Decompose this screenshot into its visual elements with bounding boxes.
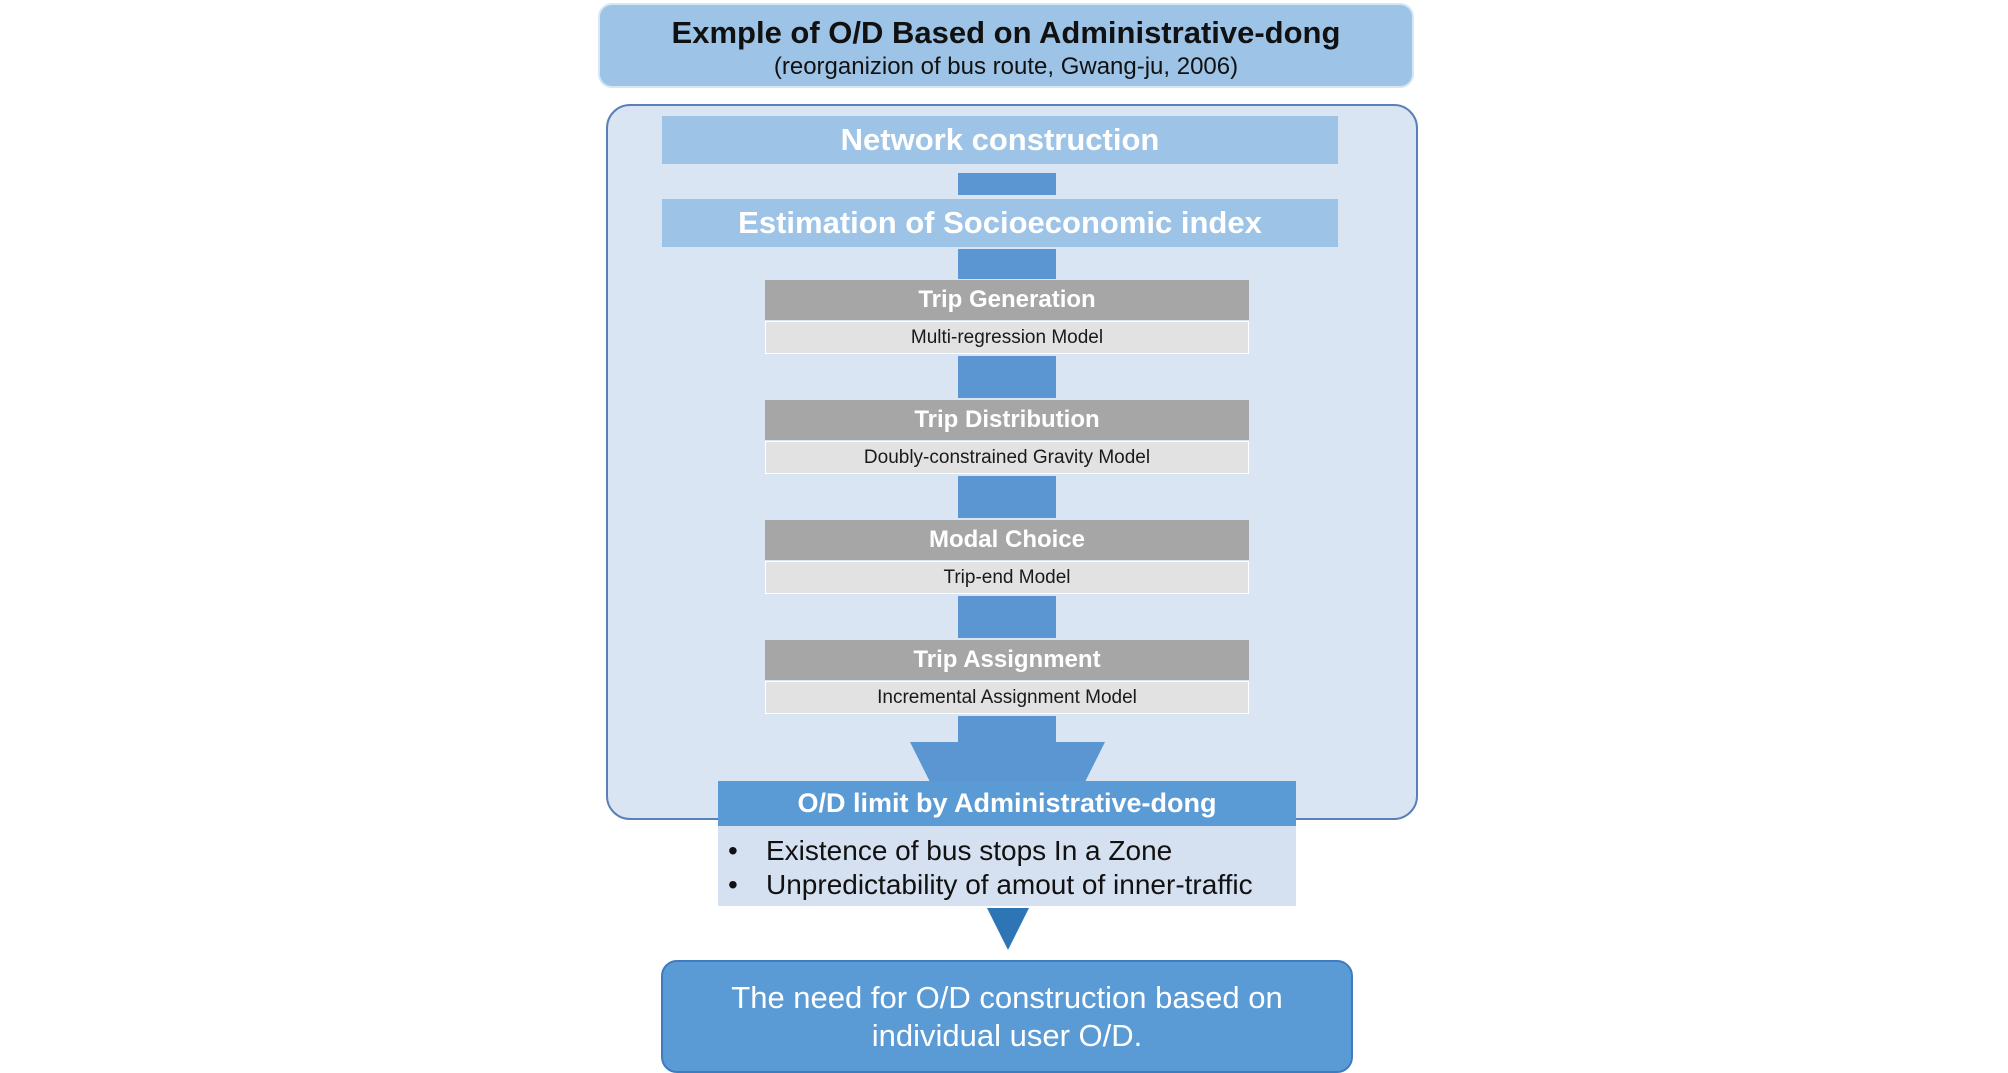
stage-network-construction: Network construction (662, 116, 1338, 164)
step-trip-distribution: Trip Distribution (765, 400, 1249, 440)
connector-5 (958, 596, 1056, 638)
od-limit-bullet-1: Existence of bus stops In a Zone (728, 834, 1296, 868)
step-trip-generation: Trip Generation (765, 280, 1249, 320)
connector-4 (958, 476, 1056, 518)
conclusion-box: The need for O/D construction based on i… (661, 960, 1353, 1073)
step-trip-distribution-model: Doubly-constrained Gravity Model (765, 441, 1249, 474)
diagram-subtitle: (reorganizion of bus route, Gwang-ju, 20… (773, 53, 1239, 80)
od-limit-title: O/D limit by Administrative-dong (718, 781, 1296, 826)
stage-socioeconomic-index: Estimation of Socioeconomic index (662, 199, 1338, 247)
conclusion-text: The need for O/D construction based on i… (731, 979, 1283, 1053)
step-trip-assignment: Trip Assignment (765, 640, 1249, 680)
diagram-title-box: Exmple of O/D Based on Administrative-do… (598, 3, 1414, 88)
connector-1 (958, 173, 1056, 195)
connector-2 (958, 249, 1056, 279)
step-modal-choice-model: Trip-end Model (765, 561, 1249, 594)
step-modal-choice: Modal Choice (765, 520, 1249, 560)
step-trip-generation-model: Multi-regression Model (765, 321, 1249, 354)
step-trip-assignment-model: Incremental Assignment Model (765, 681, 1249, 714)
connector-3 (958, 356, 1056, 398)
od-limit-bullet-2: Unpredictability of amout of inner-traff… (728, 868, 1296, 902)
od-limit-list: Existence of bus stops In a Zone Unpredi… (718, 826, 1296, 906)
diagram-title: Exmple of O/D Based on Administrative-do… (671, 15, 1341, 50)
